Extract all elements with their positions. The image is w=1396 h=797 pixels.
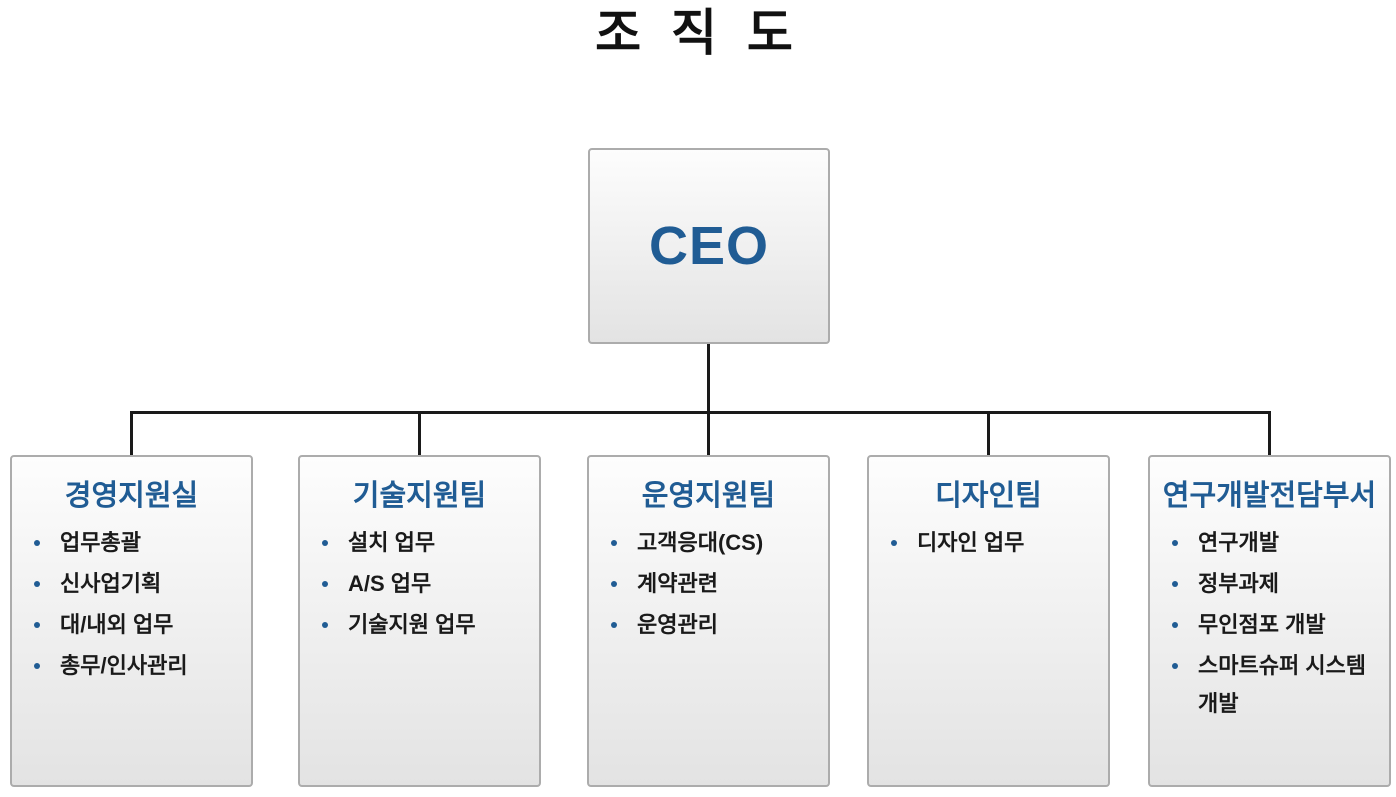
bullet-icon [34,540,40,546]
duty-item: 대/내외 업무 [12,606,251,644]
bullet-icon [322,581,328,587]
duty-item: A/S 업무 [300,565,539,603]
bullet-icon [891,540,897,546]
connector-rail [130,411,1271,414]
connector-drop-5 [1268,413,1271,457]
duty-item: 신사업기획 [12,565,251,603]
duties-list: 업무총괄 신사업기획 대/내외 업무 총무/인사관리 [12,524,251,685]
bullet-icon [611,540,617,546]
duty-label: 스마트슈퍼 시스템 개발 [1198,653,1367,716]
duty-label: 설치 업무 [348,530,436,555]
bullet-icon [34,622,40,628]
duty-item: 스마트슈퍼 시스템 개발 [1150,647,1389,723]
connector-drop-4 [987,413,990,457]
bullet-icon [34,663,40,669]
duty-item: 업무총괄 [12,524,251,562]
department-title: 기술지원팀 [352,480,487,512]
department-card-operations-support: 운영지원팀 고객응대(CS) 계약관련 운영관리 [587,455,830,787]
duty-label: 기술지원 업무 [348,612,476,637]
duty-item: 기술지원 업무 [300,606,539,644]
bullet-icon [322,540,328,546]
bullet-icon [1172,663,1178,669]
connector-drop-2 [418,413,421,457]
department-card-design: 디자인팀 디자인 업무 [867,455,1110,787]
department-card-rnd: 연구개발전담부서 연구개발 정부과제 무인점포 개발 스마트슈퍼 시스템 개발 [1148,455,1391,787]
duties-list: 설치 업무 A/S 업무 기술지원 업무 [300,524,539,644]
duty-item: 고객응대(CS) [589,524,828,562]
department-title: 운영지원팀 [641,480,776,512]
duty-label: 계약관련 [637,571,718,596]
bullet-icon [1172,581,1178,587]
duty-label: 신사업기획 [60,571,162,596]
duty-label: 정부과제 [1198,571,1279,596]
connector-drop-1 [130,413,133,457]
duty-item: 연구개발 [1150,524,1389,562]
department-title: 연구개발전담부서 [1162,480,1377,512]
bullet-icon [322,622,328,628]
duty-item: 계약관련 [589,565,828,603]
ceo-node: CEO [588,148,830,344]
duty-label: 고객응대(CS) [637,530,764,555]
duty-label: A/S 업무 [348,571,432,596]
duty-label: 연구개발 [1198,530,1279,555]
duty-label: 무인점포 개발 [1198,612,1326,637]
duty-item: 무인점포 개발 [1150,606,1389,644]
duty-label: 운영관리 [637,612,718,637]
department-card-management-support: 경영지원실 업무총괄 신사업기획 대/내외 업무 총무/인사관리 [10,455,253,787]
bullet-icon [1172,622,1178,628]
duty-label: 총무/인사관리 [60,653,188,678]
duty-item: 설치 업무 [300,524,539,562]
duties-list: 고객응대(CS) 계약관련 운영관리 [589,524,828,644]
duty-label: 디자인 업무 [917,530,1025,555]
bullet-icon [1172,540,1178,546]
duty-item: 정부과제 [1150,565,1389,603]
connector-ceo-stem [707,344,710,412]
duty-label: 업무총괄 [60,530,141,555]
department-title: 경영지원실 [64,480,199,512]
department-title: 디자인팀 [935,480,1042,512]
connector-drop-3 [707,413,710,457]
duty-label: 대/내외 업무 [60,612,174,637]
ceo-label: CEO [648,216,770,276]
department-card-tech-support: 기술지원팀 설치 업무 A/S 업무 기술지원 업무 [298,455,541,787]
bullet-icon [611,581,617,587]
page-title: 조 직 도 [595,5,801,61]
duty-item: 디자인 업무 [869,524,1108,562]
bullet-icon [611,622,617,628]
bullet-icon [34,581,40,587]
duty-item: 총무/인사관리 [12,647,251,685]
duty-item: 운영관리 [589,606,828,644]
duties-list: 연구개발 정부과제 무인점포 개발 스마트슈퍼 시스템 개발 [1150,524,1389,723]
duties-list: 디자인 업무 [869,524,1108,562]
